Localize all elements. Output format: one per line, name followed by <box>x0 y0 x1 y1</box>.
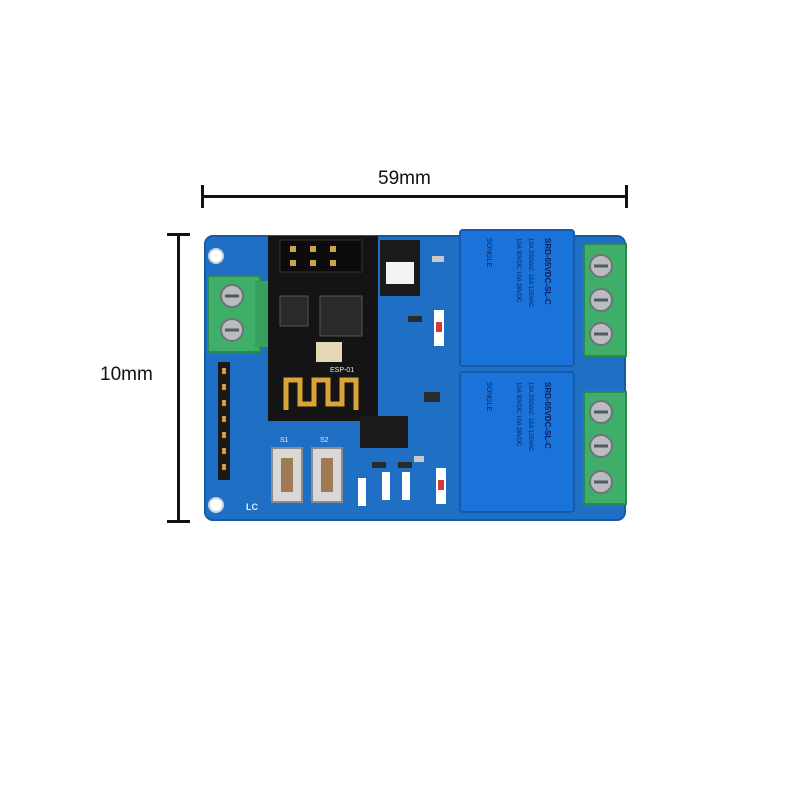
button-label-s2: S2 <box>320 437 329 444</box>
relay-1-model: SRD-05VDC-SL-C <box>543 238 552 305</box>
relay-2-brand: SONGLE <box>485 382 492 412</box>
button-label-s1: S1 <box>280 437 289 444</box>
board-logo-mark: LC <box>246 502 258 512</box>
width-dimension-left-tick <box>201 185 204 208</box>
height-dimension-label: 10mm <box>100 364 153 385</box>
mounting-hole <box>208 497 224 513</box>
relay-2: SRD-05VDC-SL-C 10A 250VAC 10A 125VAC 10A… <box>459 371 575 513</box>
mounting-hole <box>208 248 224 264</box>
esp-wifi-module: ESP-01 <box>268 236 378 421</box>
relay-1-brand: SONGLE <box>485 238 492 268</box>
smd-components <box>358 256 446 506</box>
width-dimension-line <box>203 195 627 198</box>
output-terminal-block-1 <box>583 243 627 357</box>
driver-chip <box>360 416 408 448</box>
output-terminal-block-2 <box>583 391 627 505</box>
relay-2-rating-ac: 10A 250VAC 10A 125VAC <box>527 382 533 452</box>
push-button-s2: S2 <box>311 437 343 503</box>
relay-2-rating-dc: 10A 30VDC 10A 28VDC <box>515 382 521 447</box>
relay-2-model: SRD-05VDC-SL-C <box>543 382 552 449</box>
height-dimension-line <box>177 234 180 522</box>
pin-header <box>218 362 230 480</box>
width-dimension-label: 59mm <box>378 168 431 189</box>
height-dimension-bottom-tick <box>167 520 190 523</box>
push-button-s1: S1 <box>271 437 303 503</box>
power-terminal-block <box>207 275 269 353</box>
height-dimension-top-tick <box>167 233 190 236</box>
width-dimension-right-tick <box>625 185 628 208</box>
relay-1-rating-ac: 10A 250VAC 10A 125VAC <box>527 238 533 308</box>
module-label: ESP-01 <box>330 367 354 374</box>
relay-1-rating-dc: 10A 30VDC 10A 28VDC <box>515 238 521 303</box>
relay-1: SRD-05VDC-SL-C 10A 250VAC 10A 125VAC 10A… <box>459 229 575 367</box>
